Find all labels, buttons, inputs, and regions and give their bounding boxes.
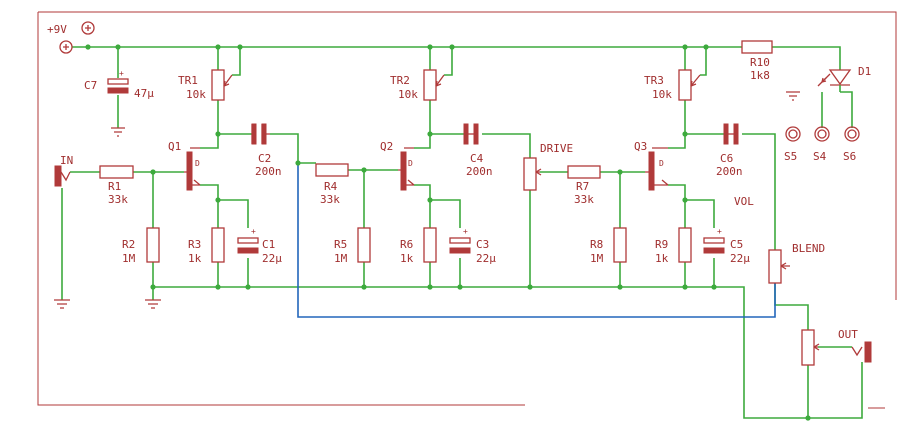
resistor-r1: R1 33k [99,165,134,206]
volume-pot [801,329,820,366]
resistor-r9: R9 1k [655,227,692,265]
drive-label: DRIVE [540,142,573,155]
r7-ref: R7 [576,180,589,193]
capacitor-c5: + C5 22µ [703,227,750,265]
wires [61,46,863,419]
transistor-q1: Q1 D [168,140,201,191]
blend-label: BLEND [792,242,825,255]
capacitor-c1: + C1 22µ [237,227,282,265]
supply-terminal: +9V [47,21,95,54]
r6-ref: R6 [400,238,413,251]
resistor-r3: R3 1k [188,227,225,265]
junctions [85,44,811,421]
trimmer-tr1: TR1 10k [178,69,233,101]
s5-label: S5 [784,150,797,163]
svg-text:+: + [251,227,256,236]
resistor-r10: R10 1k8 [741,40,773,82]
supply-label: +9V [47,23,67,36]
resistor-r7: R7 33k [567,165,601,206]
tr1-value: 10k [186,88,206,101]
r2-ref: R2 [122,238,135,251]
c4-ref: C4 [470,152,484,165]
q2-ref: Q2 [380,140,393,153]
svg-text:+: + [463,227,468,236]
transistor-q2: Q2 D [380,140,415,191]
capacitor-c7: + C7 47µ [84,69,154,137]
r4-ref: R4 [324,180,338,193]
r3-ref: R3 [188,238,201,251]
tr3-value: 10k [652,88,672,101]
s4-label: S4 [813,150,827,163]
c2-ref: C2 [258,152,271,165]
r7-value: 33k [574,193,594,206]
c5-ref: C5 [730,238,743,251]
svg-text:+: + [119,69,124,78]
trimmer-tr3: TR3 10k [644,69,701,101]
tr1-ref: TR1 [178,74,198,87]
capacitor-c4: C4 200n [463,123,493,178]
resistor-r8: R8 1M [590,227,627,265]
r10-ref: R10 [750,56,770,69]
tr3-ref: TR3 [644,74,664,87]
out-label: OUT [838,328,858,341]
r10-value: 1k8 [750,69,770,82]
c3-value: 22µ [476,252,496,265]
r5-ref: R5 [334,238,347,251]
r8-ref: R8 [590,238,603,251]
drive-pot: DRIVE [523,142,573,191]
switch-s6: S6 [843,126,860,163]
vol-label: VOL [734,195,754,208]
switch-s5: S5 [784,91,801,163]
c5-value: 22µ [730,252,750,265]
resistor-r2: R2 1M [122,227,161,309]
svg-text:D: D [659,159,664,168]
r4-value: 33k [320,193,340,206]
capacitor-c6: C6 200n [716,123,743,178]
in-label: IN [60,154,73,167]
c4-value: 200n [466,165,493,178]
resistor-r4: R4 33k [315,163,349,206]
r1-value: 33k [108,193,128,206]
svg-text:D: D [408,159,413,168]
d1-ref: D1 [858,65,871,78]
c7-ref: C7 [84,79,97,92]
c1-value: 22µ [262,252,282,265]
r2-value: 1M [122,252,136,265]
trimmer-tr2: TR2 10k [390,69,445,101]
capacitor-c3: + C3 22µ [449,227,496,265]
led-d1: D1 [817,65,871,92]
c6-ref: C6 [720,152,733,165]
r6-value: 1k [400,252,414,265]
q1-ref: Q1 [168,140,181,153]
switch-s4: S4 [813,126,830,163]
c6-value: 200n [716,165,743,178]
resistor-r6: R6 1k [400,227,437,265]
q3-ref: Q3 [634,140,647,153]
c2-value: 200n [255,165,282,178]
tr2-ref: TR2 [390,74,410,87]
c3-ref: C3 [476,238,489,251]
r1-ref: R1 [108,180,121,193]
transistor-q3: Q3 D [634,140,669,191]
r9-ref: R9 [655,238,668,251]
c7-value: 47µ [134,87,154,100]
r5-value: 1M [334,252,348,265]
tr2-value: 10k [398,88,418,101]
input-jack: IN [54,154,73,309]
sheet-frame [37,11,897,409]
blend-pot: BLEND [768,242,825,284]
svg-text:+: + [717,227,722,236]
c1-ref: C1 [262,238,275,251]
blend-dry-wire [297,163,776,318]
r9-value: 1k [655,252,669,265]
output-jack: OUT [838,328,872,363]
capacitor-c2: C2 200n [251,123,282,178]
s6-label: S6 [843,150,856,163]
r8-value: 1M [590,252,604,265]
r3-value: 1k [188,252,202,265]
svg-text:D: D [195,159,200,168]
resistor-r5: R5 1M [334,227,371,265]
